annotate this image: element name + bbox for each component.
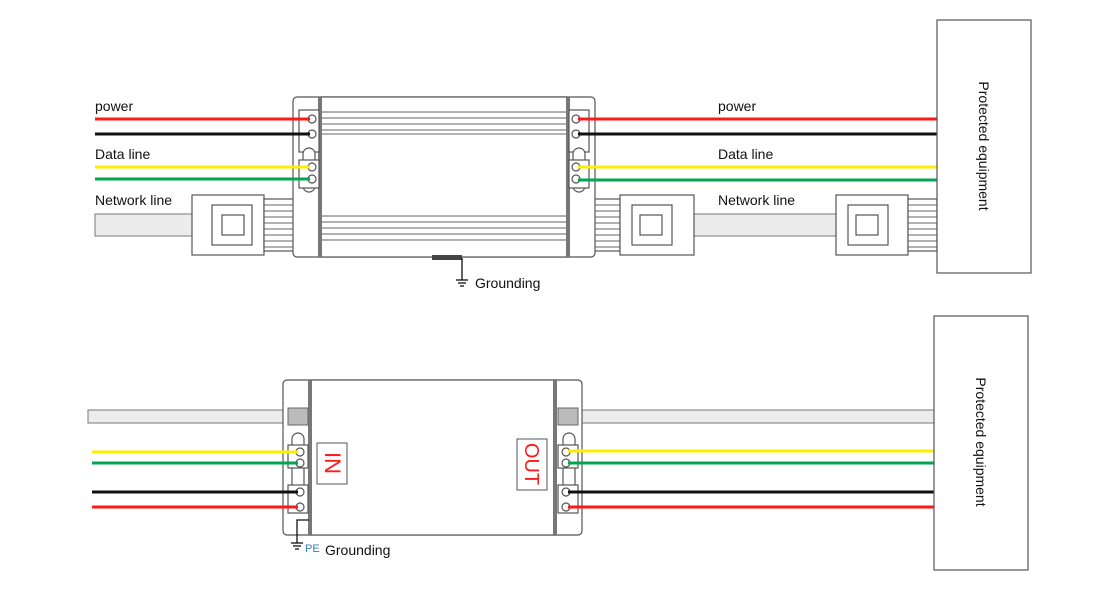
label-power-left: power bbox=[95, 98, 133, 114]
label-data-left: Data line bbox=[95, 146, 150, 162]
rj45-connector-left bbox=[191, 194, 297, 256]
out-label-box bbox=[516, 438, 548, 491]
label-equipment-bottom: Protected equipment bbox=[973, 377, 989, 506]
label-in: IN bbox=[320, 452, 345, 474]
label-network-left: Network line bbox=[95, 192, 172, 208]
surge-protector-top bbox=[292, 96, 596, 260]
label-pe: PE bbox=[305, 543, 320, 555]
protected-equipment-box-bottom bbox=[933, 315, 1029, 571]
network-cable-right bbox=[693, 213, 837, 237]
rj45-connector-mid bbox=[589, 194, 695, 256]
ground-icon bbox=[456, 258, 468, 287]
ground-icon bbox=[291, 519, 309, 550]
label-equipment-top: Protected equipment bbox=[976, 81, 992, 210]
label-network-right: Network line bbox=[718, 192, 795, 208]
bottom-diagram: IN OUT PE Grounding Protected equipment bbox=[87, 315, 1029, 571]
in-label-box bbox=[316, 442, 348, 485]
label-out: OUT bbox=[520, 443, 542, 485]
top-diagram: power Data line Network line power Data … bbox=[94, 19, 1032, 291]
label-data-right: Data line bbox=[718, 146, 773, 162]
rj45-connector-equipment bbox=[835, 194, 938, 256]
label-power-right: power bbox=[718, 98, 756, 114]
label-grounding-top: Grounding bbox=[475, 275, 540, 291]
cable-right bbox=[561, 409, 935, 424]
label-grounding-bottom: Grounding bbox=[325, 542, 390, 558]
network-cable-left bbox=[94, 213, 196, 237]
cable-left bbox=[87, 409, 299, 424]
protected-equipment-box-top bbox=[936, 19, 1032, 274]
